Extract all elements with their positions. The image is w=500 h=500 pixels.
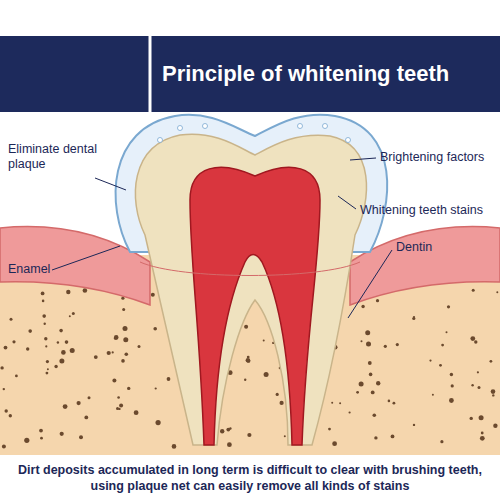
part-label: Eliminate dental plaque	[8, 142, 100, 172]
brightening-dots	[158, 124, 351, 143]
gum-line	[140, 262, 360, 276]
pulp	[190, 167, 320, 445]
part-label: Enamel	[8, 262, 58, 277]
title: Principle of whitening teeth	[162, 61, 449, 87]
caption: Dirt deposits accumulated in long term i…	[8, 462, 492, 495]
title-band	[0, 36, 500, 112]
part-label: Whitening teeth stains	[360, 203, 496, 218]
dentin	[135, 134, 366, 445]
part-label: Dentin	[396, 240, 476, 255]
leader-lines	[52, 158, 392, 318]
bone-dots	[0, 288, 498, 449]
part-label: Brightening factors	[380, 150, 496, 165]
band-divider	[149, 36, 152, 112]
